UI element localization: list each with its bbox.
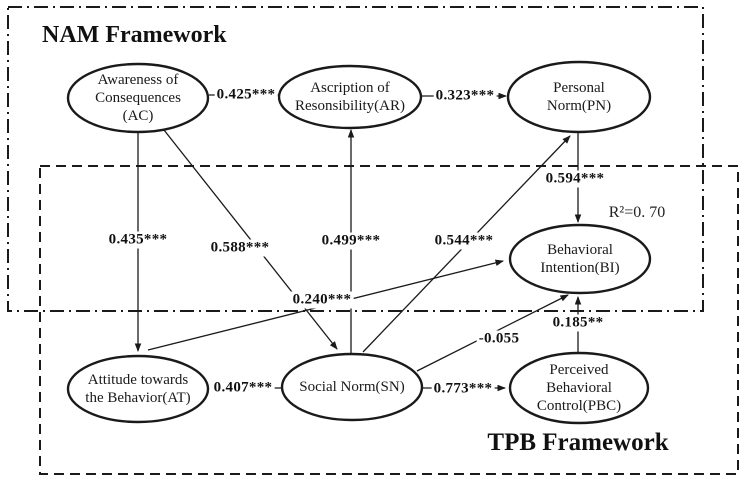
node-label-bi: Behavioral Intention(BI) [505,241,655,277]
nam-framework-frame [7,6,704,312]
node-label-at-line: Attitude towards [87,372,189,388]
node-label-bi-line: Intention(BI) [540,260,620,276]
node-attitude-towards-behavior [66,354,210,424]
node-ascription-of-responsibility [277,64,423,130]
coefficient-sn-pbc: 0.773*** [431,380,495,398]
node-label-ac-line: (AC) [122,108,154,124]
node-label-pn: Personal Norm(PN) [504,79,654,115]
tpb-framework-frame [39,165,739,475]
coefficient-ac-ar: 0.425*** [214,86,278,104]
node-label-ar-line: Ascription of [310,80,390,96]
coefficient-sn-pn: 0.544*** [432,232,496,250]
coefficient-at-bi: 0.240*** [290,291,354,309]
node-label-sn: Social Norm(SN) [277,378,427,396]
node-social-norm [280,352,424,422]
node-label-pbc: Perceived Behavioral Control(PBC) [504,361,654,415]
node-label-ac: Awareness of Consequences (AC) [63,71,213,125]
node-label-pbc-line: Control(PBC) [536,398,622,414]
coefficient-ar-pn: 0.323*** [433,87,497,105]
node-label-pbc-line: Behavioral [546,380,612,396]
node-label-ar-line: Resonsibility(AR) [294,98,405,114]
coefficient-pn-bi: 0.594*** [543,170,607,188]
coefficient-pbc-bi: 0.185** [550,314,606,332]
node-label-pbc-line: Perceived [549,362,609,378]
tpb-framework-title: TPB Framework [487,429,669,456]
coefficient-ac-at: 0.435*** [106,231,170,249]
node-personal-norm [506,60,652,134]
node-label-at: Attitude towards the Behavior(AT) [63,371,213,407]
r-squared-annotation: R²=0. 70 [608,204,666,221]
node-label-ac-line: Consequences [95,90,181,106]
node-label-ac-line: Awareness of [97,72,179,88]
node-behavioral-intention [508,223,652,295]
node-label-sn-line: Social Norm(SN) [299,379,405,395]
coefficient-sn-at: 0.407*** [211,379,275,397]
coefficient-sn-bi: -0.055 [476,330,522,348]
node-label-at-line: the Behavior(AT) [85,390,191,406]
coefficient-sn-ar: 0.499*** [319,232,383,250]
node-awareness-of-consequences [66,62,210,134]
node-perceived-behavioral-control [508,351,650,425]
coefficient-ac-sn: 0.588*** [208,239,272,257]
node-label-ar: Ascription of Resonsibility(AR) [275,79,425,115]
node-label-pn-line: Norm(PN) [546,98,612,114]
node-label-bi-line: Behavioral [547,242,613,258]
node-label-pn-line: Personal [553,80,605,96]
nam-framework-title: NAM Framework [42,22,227,48]
